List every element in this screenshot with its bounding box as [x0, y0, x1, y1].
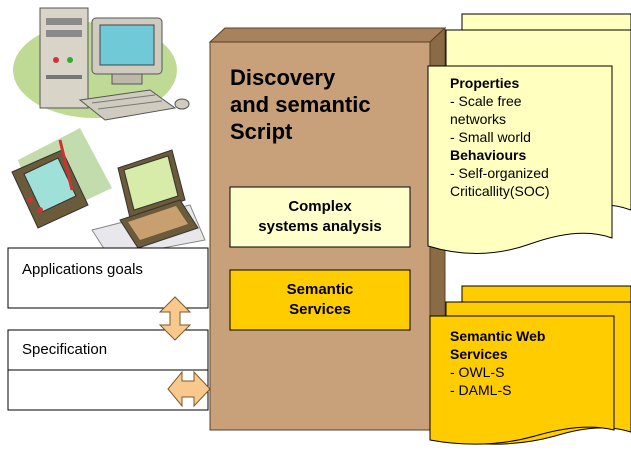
semantic-web-item-1: - OWL-S	[450, 364, 505, 380]
semantic-web-text: Semantic Web Services - OWL-S - DAML-S	[450, 327, 545, 399]
title-line-2: and semantic	[230, 92, 371, 117]
complex-systems-label: Complex systems analysis	[230, 197, 410, 237]
semantic-line-1: Semantic	[286, 281, 354, 298]
properties-paper-stack	[427, 13, 631, 255]
discovery-title: Discovery and semantic Script	[230, 64, 371, 145]
behaviours-item-2: Criticallity(SOC)	[450, 183, 550, 199]
desktop-computer-icon	[13, 7, 190, 121]
properties-item-1: - Scale free	[450, 93, 522, 109]
specification-label: Specification	[22, 341, 108, 358]
properties-item-3: - Small world	[450, 129, 531, 145]
properties-heading: Properties	[450, 75, 520, 91]
properties-text: Properties - Scale free networks - Small…	[450, 74, 550, 200]
laptop-icon	[91, 149, 206, 259]
applications-goals-box	[7, 247, 209, 309]
title-line-3: Script	[230, 119, 293, 144]
complex-line-2: systems analysis	[258, 218, 382, 235]
tablet-pen-icon	[11, 128, 112, 229]
semantic-services-box	[229, 269, 411, 331]
complex-systems-box	[229, 186, 411, 248]
semantic-line-2: Services	[289, 301, 351, 318]
applications-goals-label: Applications goals	[22, 261, 143, 278]
semantic-services-label: Semantic Services	[230, 280, 410, 320]
semantic-web-heading-2: Services	[450, 346, 508, 362]
semantic-web-paper-stack	[429, 285, 631, 445]
vertical-double-arrow	[158, 296, 192, 341]
behaviours-item-1: - Self-organized	[450, 165, 549, 181]
semantic-web-heading-1: Semantic Web	[450, 328, 546, 344]
complex-line-1: Complex	[288, 198, 352, 215]
title-line-1: Discovery	[230, 65, 336, 90]
properties-item-2: networks	[450, 111, 507, 127]
behaviours-heading: Behaviours	[450, 147, 527, 163]
semantic-web-item-2: - DAML-S	[450, 382, 512, 398]
